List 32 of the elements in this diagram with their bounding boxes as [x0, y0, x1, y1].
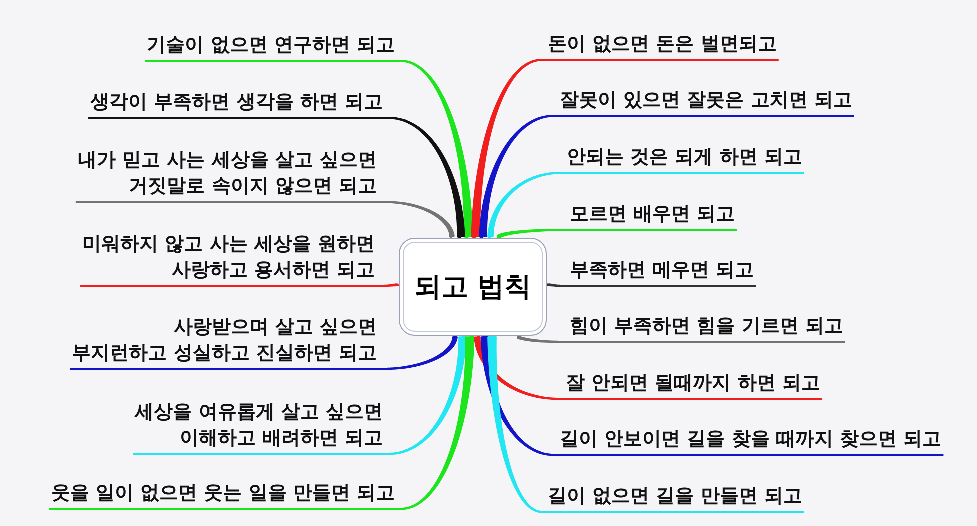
branch-connector: [479, 115, 854, 239]
branch-connector: [145, 60, 474, 239]
branch-text: 모르면 배우면 되고: [564, 201, 738, 229]
branch-connector: [516, 335, 846, 344]
branch-connector: [88, 117, 466, 239]
branch-text: 세상을 여유롭게 살고 싶으면 이해하고 배려하면 되고: [133, 399, 389, 453]
branch-connector: [76, 201, 455, 238]
branch-text: 안되는 것은 되게 하면 되고: [561, 144, 804, 172]
branch-connector: [471, 59, 779, 239]
branch-connector: [546, 284, 756, 288]
branch-connector: [497, 229, 738, 239]
branch-text: 내가 믿고 사는 세상을 살고 싶으면 거짓말로 속이지 않으면 되고: [76, 147, 383, 201]
branch-connector: [80, 284, 400, 288]
branch-text: 미워하지 않고 사는 세상을 원하면 사랑하고 용서하면 되고: [80, 231, 381, 285]
branch-connector: [70, 336, 458, 370]
branch-text: 사랑받으며 살고 싶으면 부지런하고 성실하고 진실하면 되고: [70, 314, 383, 368]
branch-text: 돈이 없으면 돈은 벌면되고: [542, 31, 779, 59]
branch-text: 기술이 없으면 연구하면 되고: [145, 32, 401, 60]
branch-connector: [133, 335, 467, 456]
central-topic: 되고 법칙: [399, 238, 547, 336]
branch-text: 웃을 일이 없으면 웃는 일을 만들면 되고: [49, 480, 401, 508]
branch-text: 힘이 부족하면 힘을 기르면 되고: [564, 313, 846, 341]
branch-text: 부족하면 메우면 되고: [564, 257, 756, 285]
branch-connector: [488, 335, 804, 514]
branch-text: 생각이 부족하면 생각을 하면 되고: [88, 89, 389, 117]
branch-connector: [488, 172, 804, 238]
branch-text: 잘 안되면 될때까지 하면 되고: [560, 370, 822, 398]
branch-connector: [480, 335, 944, 456]
branch-text: 길이 안보이면 길을 찾을 때까지 찾으면 되고: [554, 426, 944, 454]
branch-text: 잘못이 있으면 잘못은 고치면 되고: [554, 87, 854, 115]
branch-text: 길이 없으면 길을 만들면 되고: [542, 483, 804, 511]
branch-connector: [49, 335, 475, 510]
